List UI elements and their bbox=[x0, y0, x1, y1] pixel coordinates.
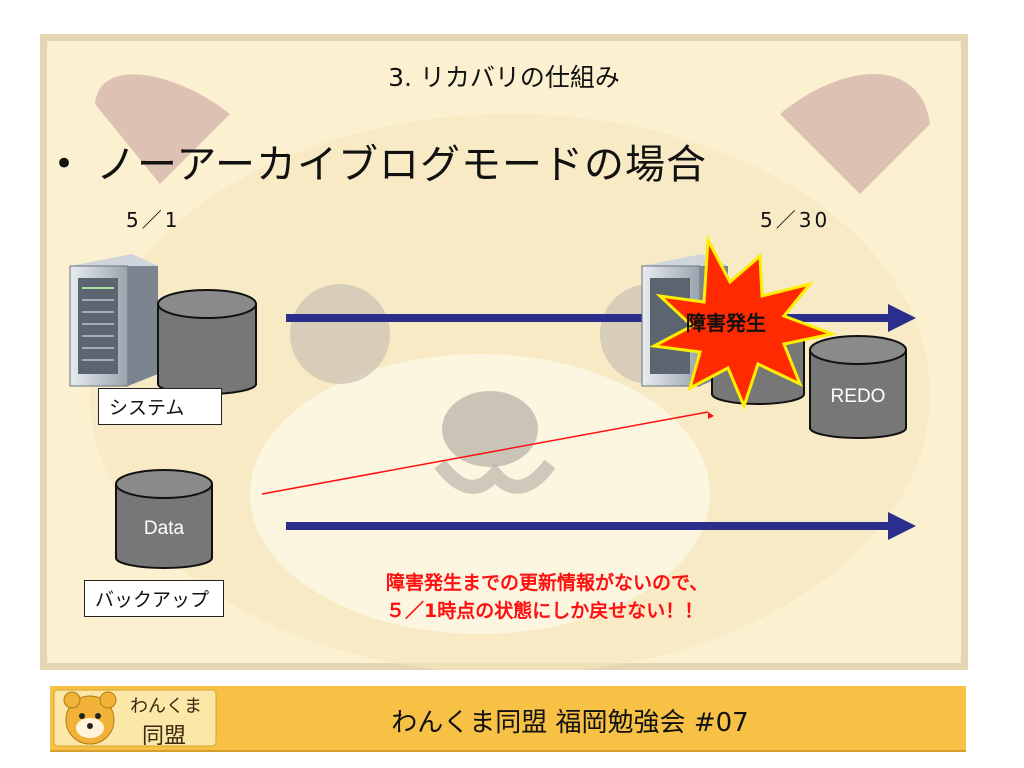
note-line-2: ５／1時点の状態にしか戻せない！！ bbox=[386, 600, 704, 622]
database-icon bbox=[809, 335, 907, 439]
slide-title: 3. リカバリの仕組み bbox=[388, 63, 620, 92]
database-icon bbox=[115, 469, 213, 569]
date-start: 5／1 bbox=[126, 208, 181, 232]
data-label: Data bbox=[144, 518, 185, 539]
bear-logo-icon bbox=[53, 689, 217, 747]
server-icon bbox=[69, 254, 158, 387]
timeline-arrow-backup bbox=[286, 512, 916, 540]
restore-arrow bbox=[261, 411, 714, 495]
note-line-1: 障害発生までの更新情報がないので、 bbox=[386, 572, 709, 594]
logo-text-bottom: 同盟 bbox=[142, 724, 187, 749]
database-icon bbox=[157, 289, 257, 395]
explanation-note: 障害発生までの更新情報がないので、 ５／1時点の状態にしか戻せない！！ bbox=[386, 569, 708, 625]
bear-background-icon bbox=[90, 74, 930, 670]
redo-label: REDO bbox=[831, 386, 886, 407]
logo-text-top: わんくま bbox=[130, 696, 202, 717]
slide: 3. リカバリの仕組み • ノーアーカイブログモードの場合 5／1 5／30 bbox=[40, 34, 968, 670]
system-label: システム bbox=[98, 388, 222, 425]
bullet-marker: • bbox=[54, 144, 75, 184]
recovery-diagram: Data REDO 障害発生 bbox=[69, 234, 916, 569]
burst-icon bbox=[649, 234, 838, 411]
footer-bar: わんくま 同盟 わんくま同盟 福岡勉強会 #07 bbox=[50, 686, 966, 752]
footer-title: わんくま同盟 福岡勉強会 #07 bbox=[391, 708, 749, 738]
failure-label: 障害発生 bbox=[686, 311, 766, 335]
date-failure: 5／30 bbox=[760, 208, 831, 232]
bullet-heading: ノーアーカイブログモードの場合 bbox=[96, 142, 707, 188]
timeline-arrow-system bbox=[286, 304, 916, 332]
backup-label: バックアップ bbox=[84, 580, 224, 617]
